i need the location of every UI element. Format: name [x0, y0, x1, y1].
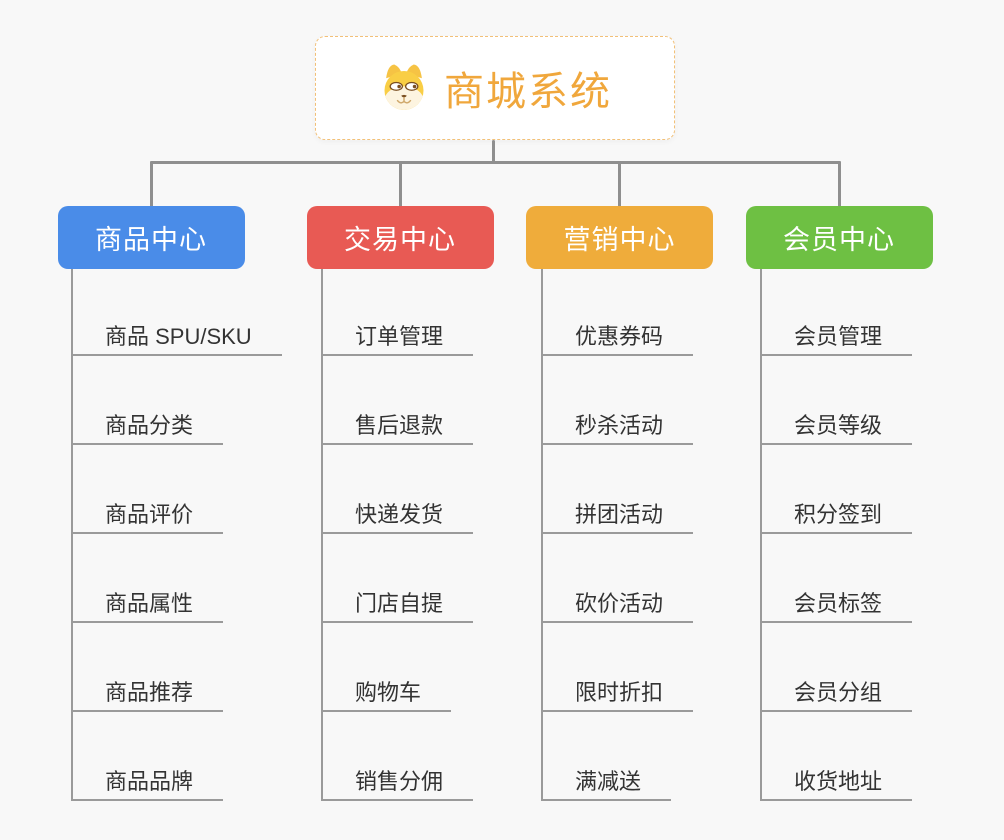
leaf-label: 商品属性: [105, 591, 194, 616]
leaf-label: 砍价活动: [575, 591, 664, 616]
leaf-label: 商品推荐: [105, 680, 194, 705]
branch-label: 会员中心: [783, 225, 895, 255]
leaf-label: 商品评价: [105, 502, 194, 527]
connector-drop: [149, 161, 153, 208]
leaf-item[interactable]: 快递发货: [321, 490, 474, 534]
leaf-item[interactable]: 限时折扣: [541, 668, 694, 712]
dog-face-icon: [384, 64, 424, 110]
leaf-label: 商品品牌: [105, 769, 194, 794]
leaf-label: 购物车: [355, 680, 422, 705]
leaf-label: 会员管理: [794, 324, 883, 349]
leaf-item[interactable]: 销售分佣: [321, 757, 474, 801]
leaf-item[interactable]: 购物车: [321, 668, 452, 712]
column-line: [321, 269, 323, 800]
leaf-label: 拼团活动: [575, 502, 664, 527]
leaf-label: 优惠券码: [575, 324, 664, 349]
leaf-item[interactable]: 会员标签: [760, 579, 913, 623]
leaf-label: 快递发货: [355, 502, 444, 527]
leaf-label: 收货地址: [794, 769, 883, 794]
branch-label: 营销中心: [563, 225, 676, 255]
leaf-label: 商品 SPU/SKU: [105, 324, 252, 349]
branch-node-4[interactable]: 会员中心: [745, 206, 933, 269]
leaf-label: 销售分佣: [355, 769, 444, 794]
leaf-label: 商品分类: [105, 413, 194, 438]
leaf-label: 积分签到: [794, 502, 883, 527]
leaf-item[interactable]: 秒杀活动: [541, 401, 694, 445]
column-line: [760, 269, 762, 800]
leaf-label: 订单管理: [355, 324, 444, 349]
leaf-item[interactable]: 拼团活动: [541, 490, 694, 534]
leaf-item[interactable]: 商品推荐: [71, 668, 224, 712]
leaf-label: 会员标签: [794, 591, 883, 616]
root-title: 商城系统: [444, 70, 612, 114]
leaf-item[interactable]: 商品分类: [71, 401, 224, 445]
leaf-item[interactable]: 优惠券码: [541, 312, 694, 356]
column-line: [71, 269, 73, 800]
leaf-label: 限时折扣: [575, 680, 664, 705]
leaf-label: 秒杀活动: [575, 413, 664, 438]
leaf-item[interactable]: 门店自提: [321, 579, 474, 623]
leaf-item[interactable]: 会员管理: [760, 312, 913, 356]
leaf-item[interactable]: 商品评价: [71, 490, 224, 534]
leaf-label: 会员分组: [794, 680, 883, 705]
leaf-item[interactable]: 满减送: [541, 757, 672, 801]
leaf-item[interactable]: 订单管理: [321, 312, 474, 356]
leaf-label: 会员等级: [794, 413, 883, 438]
leaf-item[interactable]: 商品品牌: [71, 757, 224, 801]
connector-drop: [618, 161, 621, 208]
leaf-item[interactable]: 积分签到: [760, 490, 913, 534]
root-node[interactable]: 商城系统: [315, 36, 675, 140]
leaf-item[interactable]: 商品 SPU/SKU: [71, 312, 282, 356]
column-line: [541, 269, 543, 800]
branch-node-3[interactable]: 营销中心: [526, 206, 713, 269]
connector-hline: [149, 161, 841, 164]
branch-label: 交易中心: [344, 225, 456, 255]
leaf-label: 售后退款: [355, 413, 444, 438]
leaf-label: 门店自提: [355, 591, 444, 616]
leaf-item[interactable]: 售后退款: [321, 401, 474, 445]
root-stub-line: [492, 140, 495, 164]
connector-drop: [837, 161, 841, 208]
leaf-item[interactable]: 砍价活动: [541, 579, 694, 623]
leaf-item[interactable]: 会员分组: [760, 668, 913, 712]
leaf-item[interactable]: 收货地址: [760, 757, 913, 801]
connector-drop: [398, 161, 402, 208]
branch-label: 商品中心: [95, 225, 207, 255]
leaf-label: 满减送: [575, 769, 642, 794]
leaf-item[interactable]: 商品属性: [71, 579, 224, 623]
branch-node-1[interactable]: 商品中心: [57, 206, 245, 269]
branch-node-2[interactable]: 交易中心: [306, 206, 494, 269]
leaf-item[interactable]: 会员等级: [760, 401, 913, 445]
